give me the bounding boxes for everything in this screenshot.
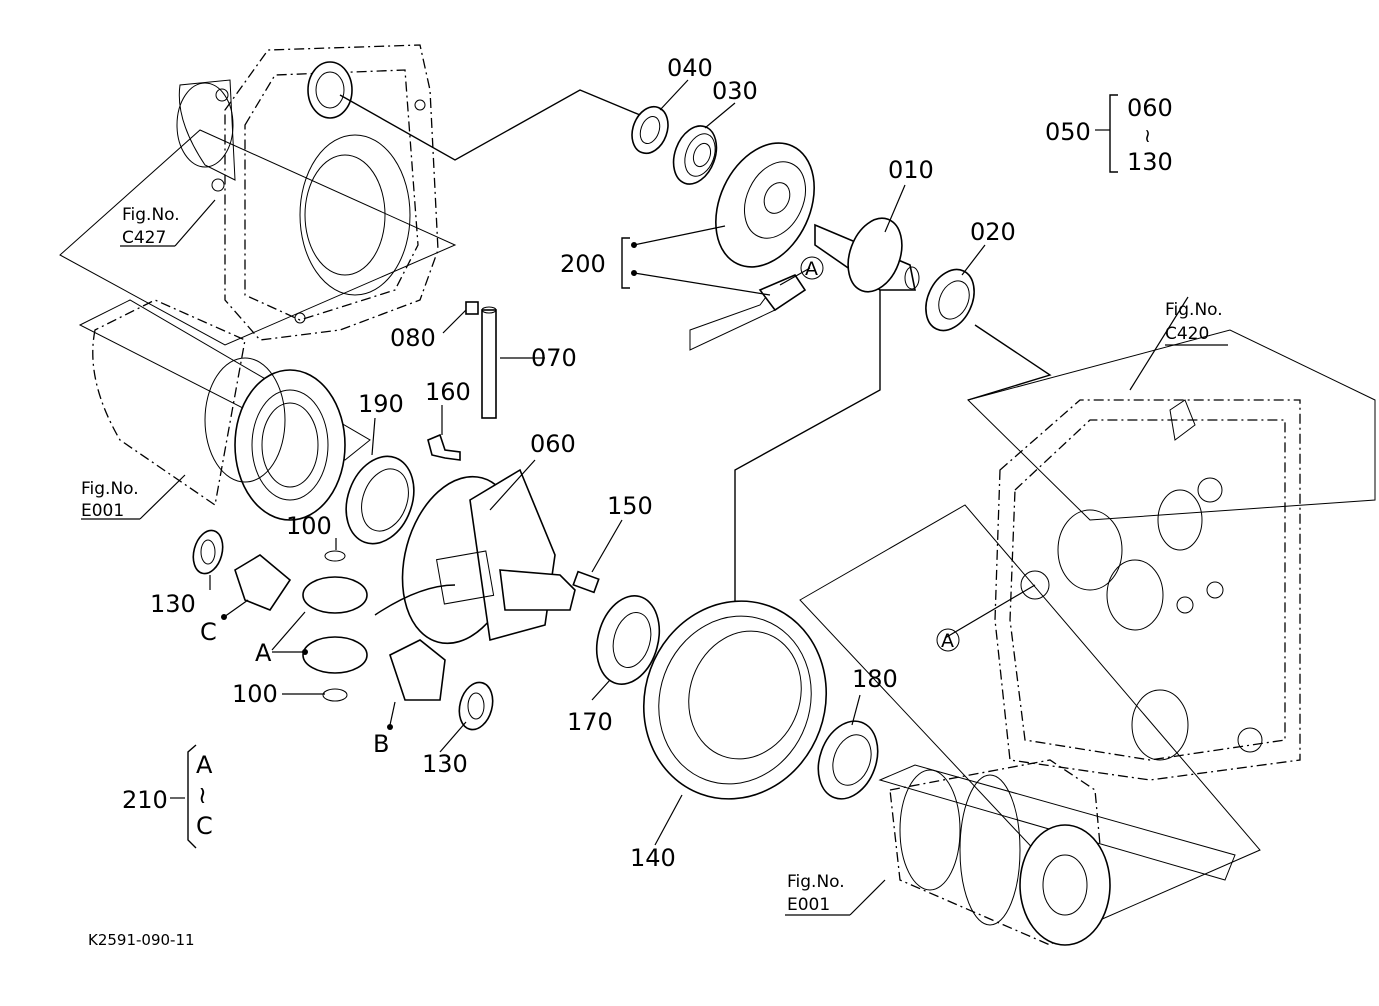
- label-020: 020: [970, 218, 1016, 246]
- part-150-pin: [572, 570, 600, 594]
- callout-a-left: A: [255, 639, 272, 667]
- fig-ref-c420: Fig.No. C420: [1165, 300, 1223, 344]
- housing-c420: [799, 329, 1376, 921]
- svg-text:Fig.No.: Fig.No.: [787, 872, 845, 892]
- svg-text:C427: C427: [122, 228, 166, 248]
- label-080: 080: [390, 324, 436, 352]
- svg-text:A: A: [805, 258, 818, 280]
- range-start-a: A: [196, 751, 213, 779]
- label-130-left: 130: [150, 590, 196, 618]
- fig-ref-e001-left: Fig.No. E001: [81, 479, 139, 521]
- part-190-bearing: [345, 455, 415, 545]
- callout-c: C: [200, 618, 217, 646]
- differential-gears: [192, 529, 494, 731]
- fig-ref-e001-right: Fig.No. E001: [787, 872, 845, 915]
- label-200: 200: [560, 250, 606, 278]
- callout-a-right: A: [936, 628, 960, 652]
- leader-lines: [81, 79, 1228, 916]
- reference-dots: [221, 242, 637, 730]
- label-100-lower: 100: [232, 680, 278, 708]
- svg-text:E001: E001: [787, 895, 830, 915]
- label-050: 050: [1045, 118, 1091, 146]
- part-200-bevel-gear: [689, 142, 815, 351]
- callout-b: B: [373, 730, 389, 758]
- label-170: 170: [567, 708, 613, 736]
- label-060: 060: [530, 430, 576, 458]
- fig-ref-c427: Fig.No. C427: [122, 205, 180, 248]
- svg-text:C420: C420: [1165, 324, 1209, 344]
- svg-text:A: A: [941, 630, 954, 652]
- clutch-pack-left: [78, 299, 371, 521]
- svg-text:Fig.No.: Fig.No.: [81, 479, 139, 499]
- label-210: 210: [122, 786, 168, 814]
- part-140-ring-gear: [642, 600, 828, 800]
- part-020-bearing: [925, 268, 975, 332]
- bracket-210: [187, 744, 197, 849]
- diagram-code: K2591-090-11: [88, 931, 195, 949]
- label-040: 040: [667, 54, 713, 82]
- label-100-upper: 100: [286, 512, 332, 540]
- label-150: 150: [607, 492, 653, 520]
- part-060-differential-case: [374, 468, 576, 645]
- label-180: 180: [852, 665, 898, 693]
- part-070-pin: [481, 306, 497, 419]
- callout-a-top: A: [800, 256, 824, 280]
- label-030: 030: [712, 77, 758, 105]
- label-070: 070: [531, 344, 577, 372]
- bracket-200: [621, 237, 630, 289]
- part-170-bearing: [595, 595, 661, 685]
- part-040-washer: [631, 105, 669, 155]
- part-080-pin: [465, 301, 479, 315]
- housing-c427: [59, 44, 457, 346]
- label-010: 010: [888, 156, 934, 184]
- part-160-bolt: [427, 433, 461, 461]
- clutch-pack-right: [878, 759, 1236, 946]
- label-160: 160: [425, 378, 471, 406]
- label-140: 140: [630, 844, 676, 872]
- range-end-c: C: [196, 812, 213, 840]
- svg-text:Fig.No.: Fig.No.: [1165, 300, 1223, 320]
- label-190: 190: [358, 390, 404, 418]
- label-130-lower: 130: [422, 750, 468, 778]
- part-180-bearing: [817, 720, 879, 800]
- svg-text:E001: E001: [81, 501, 124, 521]
- bracket-050: [1109, 94, 1118, 173]
- label-060-range: 060: [1127, 94, 1173, 122]
- range-tilde: ≀: [198, 781, 207, 809]
- svg-text:Fig.No.: Fig.No.: [122, 205, 180, 225]
- tilde-050: ≀: [1144, 125, 1151, 147]
- part-030-bearing: [672, 125, 718, 185]
- label-130-range: 130: [1127, 148, 1173, 176]
- part-010-shaft: [814, 217, 920, 293]
- assembly-guide-lines: [339, 89, 1052, 610]
